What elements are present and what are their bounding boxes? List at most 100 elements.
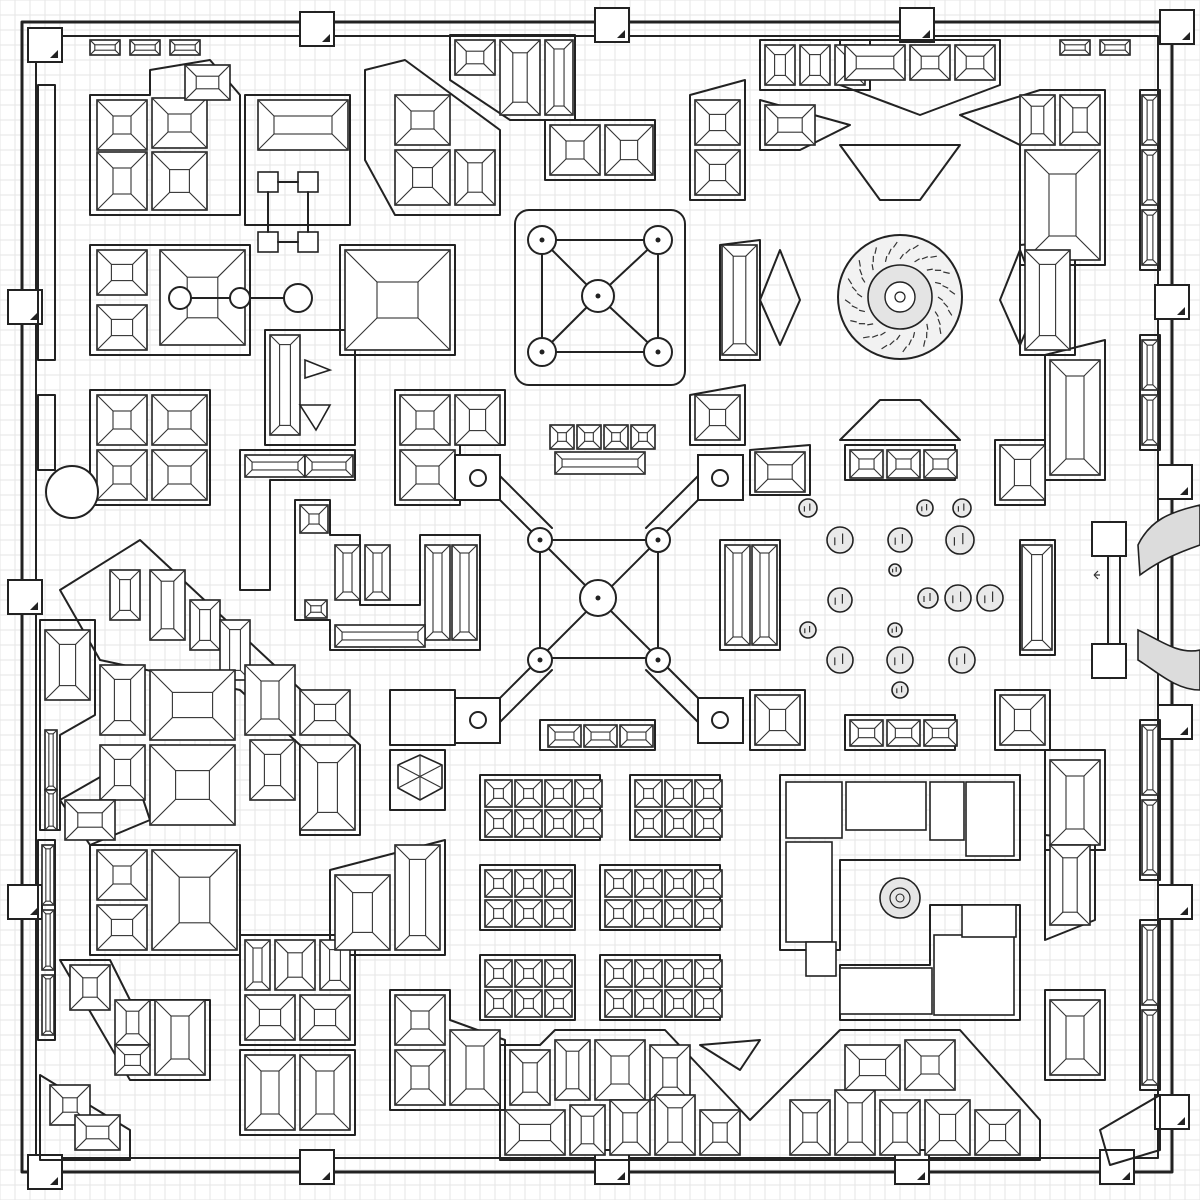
- building: [1049, 359, 1101, 476]
- wall-tower: [1099, 1149, 1135, 1185]
- building: [189, 599, 221, 651]
- building: [169, 39, 201, 56]
- building: [96, 904, 148, 951]
- building: [484, 899, 513, 928]
- tree: [887, 527, 913, 553]
- building: [484, 989, 513, 1018]
- building: [886, 449, 921, 479]
- building: [1049, 999, 1101, 1076]
- building: [1019, 94, 1056, 146]
- courtyard-fountain: [879, 877, 921, 919]
- building: [394, 149, 451, 206]
- building: [151, 449, 208, 501]
- building: [109, 569, 141, 621]
- building: [619, 724, 654, 748]
- building: [604, 869, 633, 898]
- building: [604, 959, 633, 988]
- building: [604, 899, 633, 928]
- building: [923, 719, 958, 747]
- wall-tower: [899, 7, 935, 43]
- building: [89, 39, 121, 56]
- building: [1049, 844, 1091, 926]
- building: [574, 779, 603, 808]
- wall-tower: [7, 884, 43, 920]
- building: [299, 744, 356, 831]
- wall-tower: [7, 289, 43, 325]
- building: [799, 44, 831, 86]
- building: [399, 449, 456, 501]
- building: [904, 1039, 956, 1091]
- building: [304, 599, 328, 619]
- building: [694, 899, 723, 928]
- building: [924, 1099, 971, 1156]
- building: [64, 799, 116, 841]
- building: [1059, 94, 1101, 146]
- building: [694, 959, 723, 988]
- hexagonal-shrine: [397, 754, 443, 801]
- building: [544, 809, 573, 838]
- building: [449, 1029, 501, 1106]
- building: [299, 994, 351, 1041]
- building: [514, 869, 543, 898]
- river: [1137, 504, 1200, 691]
- building: [274, 939, 316, 991]
- building: [923, 449, 958, 479]
- building: [954, 44, 996, 81]
- building: [514, 779, 543, 808]
- building: [664, 899, 693, 928]
- tree: [944, 584, 972, 612]
- palace-complex: [785, 781, 1017, 1016]
- building: [764, 104, 816, 146]
- building: [603, 424, 629, 450]
- building: [299, 689, 351, 736]
- building: [544, 39, 574, 116]
- building: [151, 849, 238, 951]
- building: [41, 844, 55, 906]
- building: [634, 809, 663, 838]
- building: [544, 869, 573, 898]
- building: [1141, 149, 1159, 206]
- tree: [976, 584, 1004, 612]
- building: [484, 809, 513, 838]
- building: [1141, 1009, 1159, 1086]
- building: [649, 1044, 691, 1101]
- building: [1141, 924, 1159, 1006]
- building: [74, 1114, 121, 1151]
- building: [99, 664, 146, 736]
- building: [554, 451, 646, 475]
- building: [514, 989, 543, 1018]
- building: [634, 869, 663, 898]
- tree: [945, 525, 975, 555]
- wall-tower: [594, 7, 630, 43]
- building: [544, 779, 573, 808]
- tree: [917, 587, 939, 609]
- building: [96, 99, 148, 151]
- building: [184, 64, 231, 101]
- building-footprints: [41, 39, 1159, 1156]
- building: [574, 809, 603, 838]
- fountain-plaza: [837, 234, 963, 360]
- wall-tower: [299, 1149, 335, 1185]
- tree: [826, 646, 854, 674]
- building: [1099, 39, 1131, 56]
- building: [724, 544, 751, 646]
- building: [129, 39, 161, 56]
- building: [44, 729, 58, 791]
- building: [96, 249, 148, 296]
- building: [694, 869, 723, 898]
- building: [344, 249, 451, 351]
- wall-tower: [1157, 704, 1193, 740]
- tree: [888, 563, 902, 577]
- building: [514, 959, 543, 988]
- building: [604, 989, 633, 1018]
- building: [244, 1054, 296, 1131]
- building: [694, 779, 723, 808]
- building: [41, 974, 55, 1036]
- building: [454, 394, 501, 446]
- building: [1141, 394, 1159, 446]
- building: [484, 959, 513, 988]
- building: [299, 1054, 351, 1131]
- building: [664, 809, 693, 838]
- wall-tower: [1157, 464, 1193, 500]
- building: [334, 874, 391, 951]
